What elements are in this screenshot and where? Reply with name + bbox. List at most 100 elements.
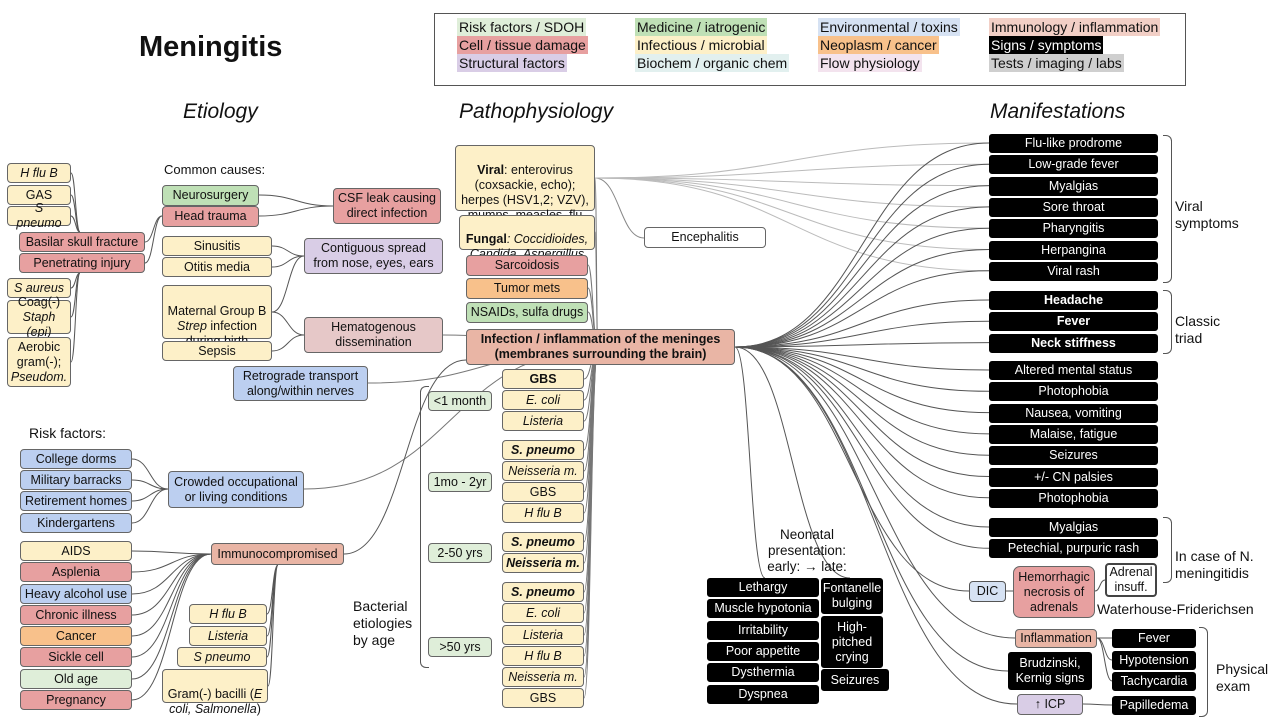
viral-symptom-item: Sore throat — [989, 197, 1158, 217]
general-symptom-item: +/- CN palsies — [989, 467, 1158, 487]
viral-box: Viral: enterovirus (coxsackie, echo); he… — [455, 145, 595, 222]
otitis-media-box: Otitis media — [162, 257, 272, 277]
crowded-conditions-box: Crowded occupational or living condition… — [168, 471, 304, 508]
hematogenous-box: Hematogenous dissemination — [304, 317, 443, 353]
highpitched-box: High-pitched crying — [821, 616, 883, 668]
connector — [131, 488, 169, 524]
chronic-illness-box: Chronic illness — [20, 605, 132, 625]
ecoli-salmonella-label: E coli, Salmonella — [169, 687, 263, 716]
general-symptom-item: Altered mental status — [989, 361, 1158, 380]
staph-epi-label: Staph (epi) — [22, 309, 56, 339]
csf-leak-box: CSF leak causing direct infection — [333, 188, 441, 224]
viral-brace — [1163, 135, 1172, 283]
gram-neg-label: Gram(-) bacilli ( — [167, 687, 254, 701]
connector — [734, 346, 990, 499]
bacterial-brace — [420, 386, 429, 668]
connector — [734, 346, 766, 579]
connector — [271, 311, 305, 336]
connector — [734, 320, 990, 348]
general-symptom-item: Photophobia — [989, 488, 1158, 508]
viral-symptom-item: Low-grade fever — [989, 155, 1158, 175]
legend-item: Risk factors / SDOH — [457, 18, 587, 36]
strep-label: Strep — [177, 319, 207, 333]
head-trauma-box: Head trauma — [162, 206, 259, 227]
saureus-box: S aureus — [7, 278, 71, 298]
connector — [131, 479, 169, 490]
g4-spneumo: S. pneumo — [502, 582, 584, 602]
coag-neg-staph-box: Coag(-) Staph (epi) — [7, 295, 71, 339]
inflammation-box: Inflammation — [1015, 629, 1097, 648]
common-causes-label: Common causes: — [164, 162, 266, 177]
neonatal-label: Neonatal presentation: early: → late: — [767, 527, 847, 574]
connector — [1082, 703, 1113, 706]
connector — [131, 488, 169, 502]
military-barracks-box: Military barracks — [20, 470, 132, 490]
connector — [583, 349, 599, 543]
etiology-header: Etiology — [183, 100, 258, 123]
connector — [131, 553, 212, 595]
viral-text: : enterovirus (coxsackie, echo); herpes … — [461, 163, 589, 222]
connector — [70, 272, 81, 289]
neonatal-early-item: Muscle hypotonia — [707, 599, 819, 619]
connector — [70, 215, 81, 233]
connector — [271, 255, 305, 313]
connector — [734, 346, 990, 435]
meninges-inflammation-box: Infection / inflammation of the meninges… — [466, 329, 735, 365]
neonatal-early-item: Dysthermia — [707, 663, 819, 683]
classic-triad-label: Classic triad — [1175, 313, 1221, 346]
connector — [271, 255, 305, 268]
connector — [271, 334, 305, 352]
risk-factors-label: Risk factors: — [29, 425, 107, 441]
connector — [583, 349, 599, 636]
hflub-box: H flu B — [7, 163, 71, 183]
ic-spneumo-box: S pneumo — [177, 647, 267, 667]
g4-neisseria: Neisseria m. — [502, 667, 584, 687]
legend-item: Biochem / organic chem — [635, 54, 790, 72]
page-title: Meningitis — [139, 31, 283, 63]
penetrating-injury-box: Penetrating injury — [19, 253, 145, 273]
connector — [258, 194, 334, 207]
aids-box: AIDS — [20, 541, 132, 561]
pregnancy-box: Pregnancy — [20, 690, 132, 710]
heavy-alcohol-box: Heavy alcohol use — [20, 584, 132, 604]
connector — [144, 215, 163, 243]
connector — [70, 172, 81, 233]
connector — [583, 349, 599, 678]
ic-listeria-box: Listeria — [189, 626, 267, 646]
fungal-box: Fungal: Coccidioides, Candida, Aspergill… — [459, 215, 595, 261]
connector — [271, 245, 305, 257]
connector — [583, 349, 599, 699]
connector — [734, 346, 990, 371]
connector — [583, 349, 599, 451]
connector — [267, 564, 279, 687]
g2-gbs: GBS — [502, 482, 584, 502]
viral-symptom-item: Myalgias — [989, 176, 1158, 196]
neonatal-early-item: Poor appetite — [707, 641, 819, 661]
legend-item: Infectious / microbial — [635, 36, 767, 54]
connector — [266, 564, 279, 615]
connector — [594, 163, 990, 179]
gas-box: GAS — [7, 185, 71, 205]
nmen-brace — [1163, 517, 1172, 583]
sickle-cell-box: Sickle cell — [20, 647, 132, 667]
ic-hflub-box: H flu B — [189, 604, 267, 624]
connector — [583, 349, 599, 593]
connector — [734, 346, 990, 549]
connector — [594, 177, 990, 208]
age-1mo-2yr-box: 1mo - 2yr — [428, 472, 492, 492]
connector — [594, 177, 599, 349]
legend-item: Cell / tissue damage — [457, 36, 588, 54]
connector — [583, 349, 599, 493]
viral-symptom-item: Viral rash — [989, 261, 1158, 281]
viral-symptom-item: Herpangina — [989, 240, 1158, 260]
connector — [70, 272, 81, 318]
neonatal-early-item: Irritability — [707, 620, 819, 640]
sepsis-box: Sepsis — [162, 341, 272, 361]
spneumo-box: S pneumo — [7, 201, 71, 230]
g1-ecoli: E. coli — [502, 390, 584, 410]
connector — [1094, 579, 1106, 592]
viral-bold: Viral — [477, 163, 505, 177]
cancer-box: Cancer — [20, 626, 132, 646]
connector — [594, 177, 990, 272]
